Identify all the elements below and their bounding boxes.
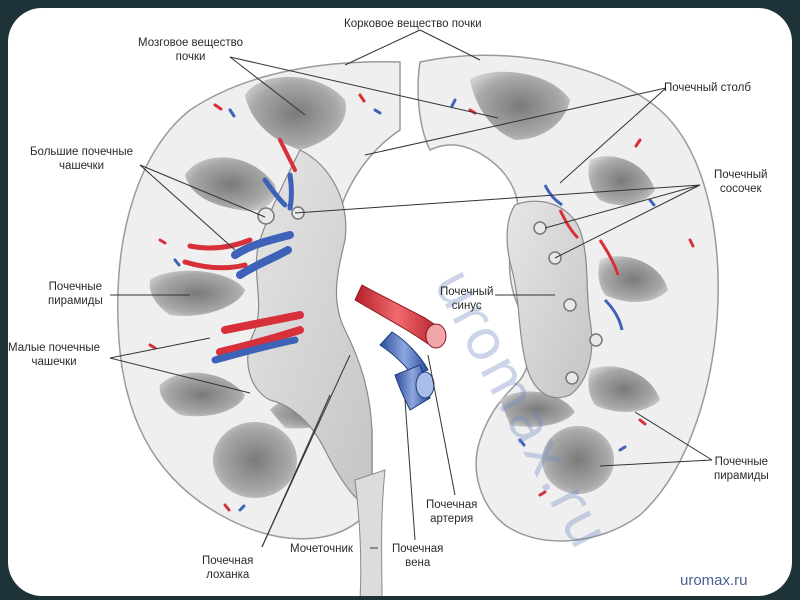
renal-vein — [379, 331, 429, 376]
label-medulla: Мозговое вещество почки — [138, 37, 244, 63]
pyramid — [149, 270, 245, 316]
pyramid — [159, 372, 245, 417]
label-ureter: Мочеточник — [290, 543, 353, 555]
label-pyramids-right: Почечные пирамиды — [714, 456, 769, 482]
label-cortex: Корковое вещество почки — [344, 18, 482, 30]
vessel-dots — [148, 93, 695, 512]
footer-site: uromax.ru — [680, 572, 748, 589]
pyramid — [542, 426, 614, 494]
label-minor-calyces: Малые почечные чашечки — [8, 342, 101, 368]
left-kidney-half — [117, 61, 401, 596]
pyramid — [213, 422, 297, 498]
renal-vessels — [354, 284, 447, 411]
label-major-calyces: Большие почечные чашечки — [30, 146, 134, 172]
label-renal-artery: Почечная артерия — [426, 499, 478, 525]
kidney-illustration — [109, 29, 719, 596]
label-pyramids-left: Почечные пирамиды — [48, 281, 103, 307]
label-renal-papilla: Почечный сосочек — [714, 169, 768, 195]
ureter — [354, 469, 386, 596]
label-renal-column: Почечный столб — [664, 82, 751, 94]
label-renal-pelvis: Почечная лоханка — [202, 555, 254, 581]
pyramid — [588, 366, 660, 412]
pyramid — [588, 156, 655, 206]
pyramid — [470, 71, 570, 140]
pyramid — [245, 76, 346, 150]
right-kidney-half — [417, 54, 719, 542]
pyramid — [500, 391, 575, 427]
label-renal-sinus: Почечный синус — [440, 286, 494, 312]
leader-lines — [109, 29, 713, 549]
pyramid — [185, 157, 276, 211]
label-renal-vein: Почечная вена — [392, 543, 444, 569]
slide: uromax.ru Корковое вещество почки Мозгов… — [8, 8, 792, 596]
